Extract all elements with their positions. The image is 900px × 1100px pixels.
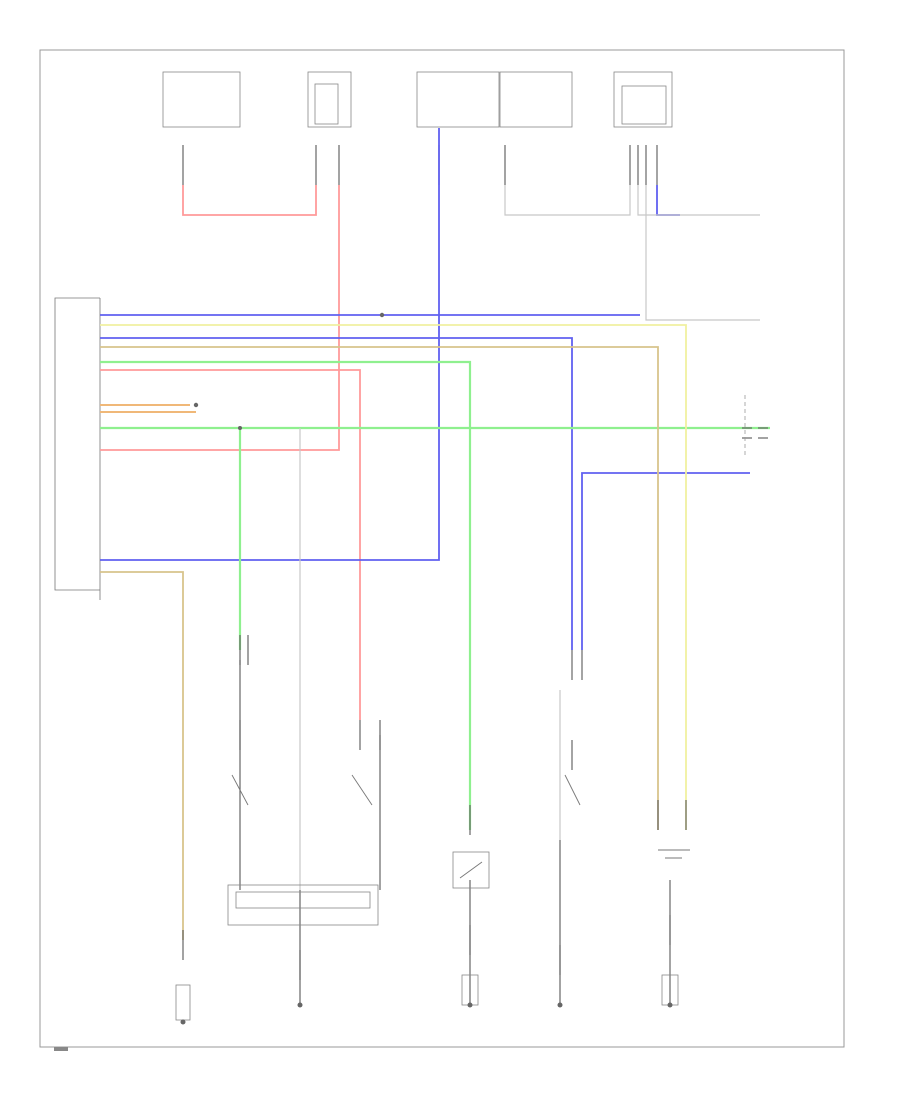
diagram-frame: [39, 49, 845, 1048]
ground-points: [180, 1002, 673, 1025]
top-connector-pins: [182, 145, 658, 185]
wire-red: [100, 185, 361, 720]
wire-yellow: [100, 324, 687, 830]
splice-points: [193, 312, 385, 430]
control-module-connector: [54, 297, 101, 600]
top-fuse-boxes: [162, 71, 673, 128]
bottom-switches: [175, 774, 690, 1021]
right-terminals: [742, 395, 768, 455]
wire-blue: [100, 128, 750, 650]
wire-grey: [299, 185, 760, 890]
bottom-connector-pins: [182, 635, 687, 980]
page-stamp: [54, 1047, 68, 1051]
wire-green: [100, 360, 770, 830]
wire-dark: [239, 660, 671, 1005]
wire-orange: [100, 404, 196, 413]
wire-tan: [100, 346, 659, 940]
